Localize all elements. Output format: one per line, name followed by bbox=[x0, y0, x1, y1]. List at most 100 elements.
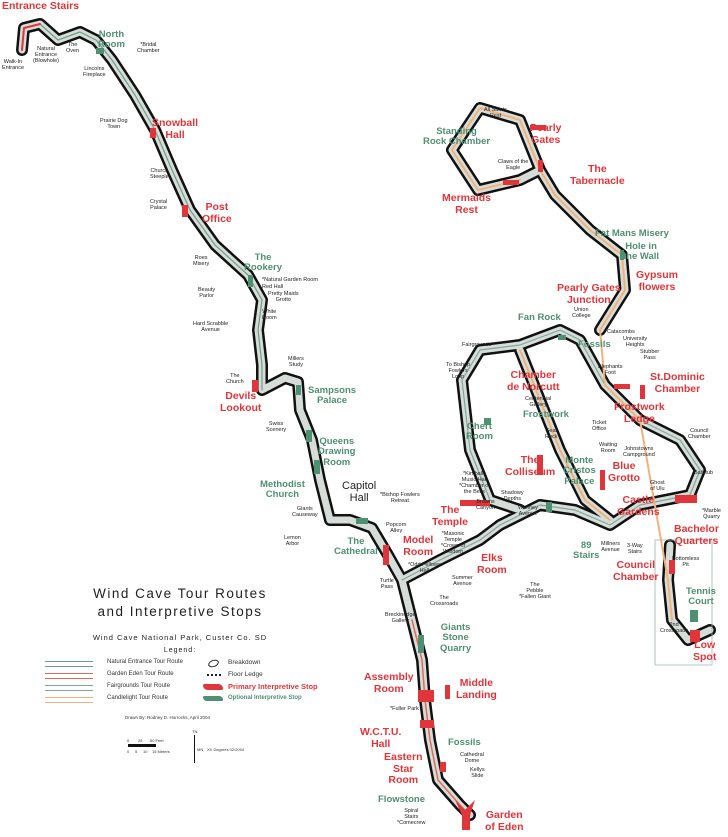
legend-route-label: Fairgrounds Tour Route bbox=[107, 683, 170, 689]
optional-stop-label: Giants Stone Quarry bbox=[440, 622, 472, 654]
place-label: To Bishop Fowlers Loop bbox=[446, 362, 471, 381]
place-label: 3-Way Stairs bbox=[627, 543, 643, 556]
scale-label: 25 bbox=[138, 738, 143, 743]
legend-symbol-label: Optional Interpretive Stop bbox=[228, 695, 302, 701]
credit: Drawn By: Rodney D. Horrocks, April 2004 bbox=[125, 715, 211, 720]
place-label: Waiting Room bbox=[599, 442, 618, 455]
tennis-court-inset bbox=[654, 539, 713, 666]
place-label: Millers Study bbox=[288, 356, 304, 369]
primary-stop-label: Snowball Hall bbox=[152, 117, 199, 141]
route-swatch-candlelight bbox=[45, 697, 93, 703]
place-label: *Fuller Park bbox=[390, 706, 419, 712]
primary-stop-icon bbox=[203, 684, 223, 690]
title-line-2: and Interpretive Stops bbox=[97, 603, 263, 619]
route-swatch-fairgrounds bbox=[45, 685, 93, 691]
place-label: Whitney Avenue bbox=[518, 505, 538, 518]
primary-stops bbox=[150, 125, 700, 830]
place-label: Centennial Gallery bbox=[525, 396, 552, 409]
legend-symbol-label: Breakdown bbox=[228, 659, 261, 666]
legend-route-label: Garden Eden Tour Route bbox=[107, 671, 174, 677]
legend-route-label: Natural Entrance Tour Route bbox=[107, 659, 183, 665]
optional-stop-label: Standing Rock Chamber bbox=[423, 126, 491, 148]
place-label: Beauty Parlor bbox=[198, 287, 216, 300]
map-title: Wind Cave Tour Routes and Interpretive S… bbox=[40, 585, 320, 620]
optional-stop-label: Hole in the Wall bbox=[623, 241, 660, 263]
scale-bar-graphic bbox=[128, 744, 156, 747]
primary-stop-label: Pearly Gates bbox=[530, 122, 562, 146]
place-label: Cathedral Dome bbox=[460, 752, 484, 765]
route-swatch-garden-eden bbox=[45, 673, 93, 679]
primary-stop-label: Model Room bbox=[403, 534, 434, 558]
primary-stop-label: Garden of Eden bbox=[485, 809, 524, 833]
place-label: Breckinridge Gallery bbox=[385, 612, 416, 625]
place-label: Roes Misery bbox=[193, 255, 210, 268]
place-label: Seal Rock bbox=[545, 428, 558, 441]
primary-stop-label: Assembly Room bbox=[364, 671, 414, 695]
place-label: Shadowy Depths bbox=[501, 490, 524, 503]
scale-label: 5 bbox=[135, 749, 138, 754]
place-label: Giants Causeway bbox=[292, 506, 318, 519]
place-label: Hard Scrabble Avenue bbox=[193, 321, 229, 334]
place-label: Johnstowns Campground bbox=[623, 446, 655, 459]
place-label: Catacombs bbox=[607, 329, 635, 335]
legend-symbol-label: Primary Interpretive Stop bbox=[228, 682, 318, 691]
place-label: Lincolns Fireplace bbox=[83, 66, 106, 79]
optional-stop-label: The Rookery bbox=[244, 252, 283, 274]
place-label: The Crossroads bbox=[430, 595, 459, 608]
optional-stop-label: Frostwork bbox=[523, 409, 569, 420]
place-label: *Bridal Chamber bbox=[137, 42, 160, 55]
primary-stop-label: Elks Room bbox=[477, 552, 507, 576]
place-label: 2nd Crossroads bbox=[660, 622, 689, 635]
route-swatch-natural-entrance bbox=[45, 661, 93, 667]
place-label: *Odd Fellows Hall bbox=[408, 562, 441, 575]
place-label: *Marble Quarry bbox=[702, 508, 721, 521]
place-label: Kellys Slide bbox=[470, 767, 485, 780]
place-label: Stubber Pass bbox=[640, 349, 660, 362]
optional-stop-label: North Room bbox=[98, 29, 125, 51]
place-label: Bottomless Pit bbox=[672, 556, 700, 569]
place-label: Popcorn Alley bbox=[386, 522, 407, 535]
place-label: Fairgrounds bbox=[462, 342, 492, 348]
true-north-label: TN bbox=[192, 729, 198, 734]
primary-stop-label: Council Chamber bbox=[613, 559, 659, 583]
optional-stop-label: Fossils bbox=[448, 737, 481, 748]
primary-stop-label: Mermaids Rest bbox=[442, 192, 492, 216]
place-label: University Heights bbox=[623, 336, 648, 349]
place-label: *Kimballs Music Hall *Chamber of the Bel… bbox=[459, 471, 490, 496]
place-label: White Room bbox=[262, 309, 277, 322]
place-label: Ghost of Ulu bbox=[650, 480, 665, 493]
floor-ledge-icon bbox=[207, 674, 221, 678]
north-arrow-icon bbox=[194, 735, 195, 763]
place-label: Claws of the Eagle bbox=[498, 159, 529, 172]
primary-stop-label: Gypsum flowers bbox=[636, 269, 679, 293]
primary-stop-label: Devils Lookout bbox=[220, 390, 262, 414]
capitol-hall-label: Capitol Hall bbox=[342, 480, 377, 505]
optional-stop-label: Chert Room bbox=[466, 421, 493, 443]
optional-stop-label: Sampsons Palace bbox=[308, 385, 357, 407]
declination-label: XX Degrees 02/2004 bbox=[207, 747, 245, 752]
place-label: Turtle Pass bbox=[380, 578, 394, 591]
fairgrounds-route bbox=[401, 329, 701, 581]
place-label: Millners Avenue bbox=[601, 541, 620, 554]
primary-stop-label: Frostwork Ledge bbox=[614, 401, 665, 425]
optional-stop-icon bbox=[203, 696, 223, 701]
natural-entrance-route bbox=[39, 23, 263, 391]
place-label: Natural Entrance (Blowhole) bbox=[33, 46, 59, 65]
place-label: The Oven bbox=[66, 42, 80, 55]
place-label: Prairie Dog Town bbox=[100, 118, 128, 131]
legend-heading: Legend: bbox=[163, 647, 197, 654]
place-label: Swiss Scenery bbox=[266, 421, 287, 434]
place-label: Summer Avenue bbox=[452, 575, 473, 588]
place-label: All Saints Rest bbox=[484, 107, 507, 120]
optional-stop-label: Fat Mans Misery bbox=[595, 228, 669, 239]
place-label: The Church bbox=[226, 373, 244, 386]
legend-symbol-label: Floor Ledge bbox=[228, 671, 263, 678]
optional-stop-label: Methodist Church bbox=[260, 479, 305, 501]
place-label: Spiral Stairs *Comecrew bbox=[397, 808, 426, 827]
primary-stop-label: Entrance Stairs bbox=[2, 0, 80, 12]
scale-label: 15 Meters bbox=[152, 749, 170, 754]
primary-stop-label: Chamber de Norcutt bbox=[507, 369, 560, 393]
primary-stop-label: The Temple bbox=[432, 504, 468, 528]
optional-stop-label: 89 Stairs bbox=[573, 540, 600, 562]
place-label: *Masonic Temple *Crown of Wisdom bbox=[441, 531, 466, 556]
